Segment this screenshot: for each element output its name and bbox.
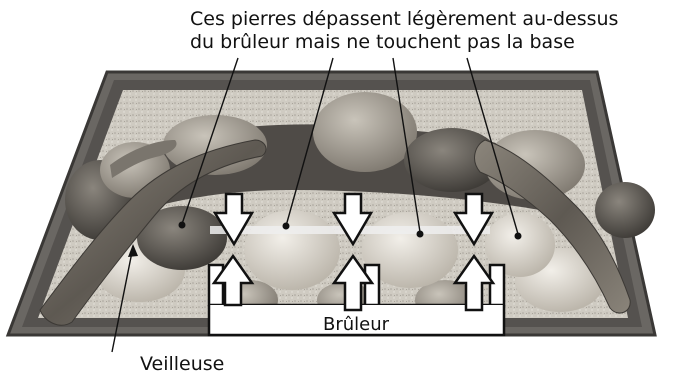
stones-caption: Ces pierres dépassent légèrement au-dess… bbox=[190, 8, 610, 54]
burner-label: Brûleur bbox=[323, 314, 390, 335]
stones-caption-line2: du brûleur mais ne touchent pas la base bbox=[190, 31, 610, 54]
stone bbox=[313, 92, 417, 172]
pilot-label: Veilleuse bbox=[140, 353, 224, 376]
stone bbox=[595, 182, 655, 238]
stones-caption-line1: Ces pierres dépassent légèrement au-dess… bbox=[190, 8, 610, 31]
stone-over-burner bbox=[244, 210, 340, 290]
